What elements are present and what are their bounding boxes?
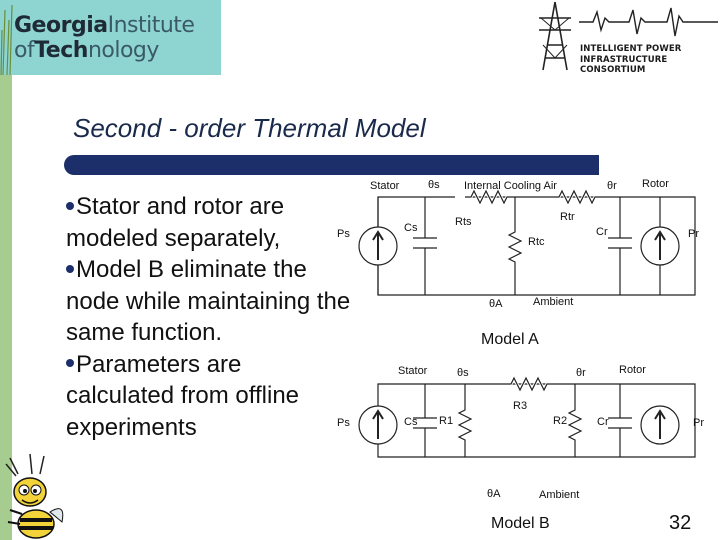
model-b-pr-label: Pr bbox=[693, 417, 704, 429]
bullet-item: Parameters are calculated from offline e… bbox=[66, 350, 300, 441]
model-b-cap-cr bbox=[608, 384, 632, 457]
model-a-theta-a-label: θA bbox=[489, 298, 503, 310]
model-a-rtc-label: Rtc bbox=[528, 236, 545, 248]
slide-title: Second - order Thermal Model bbox=[73, 113, 426, 143]
logo-georgia: Georgia bbox=[14, 13, 108, 38]
model-a-rts-label: Rts bbox=[455, 216, 472, 228]
yellow-jacket-mascot-icon bbox=[5, 453, 64, 539]
georgia-tech-logo: GeorgiaInstitute ofTechnology bbox=[0, 0, 221, 75]
model-a-theta-r-label: θr bbox=[607, 180, 617, 192]
ipic-line-1: INTELLIGENT POWER bbox=[580, 44, 682, 54]
model-a-pr-label: Pr bbox=[688, 228, 699, 240]
left-accent-stripe bbox=[0, 0, 12, 540]
ipic-line-2: INFRASTRUCTURE CONSORTIUM bbox=[580, 55, 668, 75]
model-a-rotor-label: Rotor bbox=[642, 178, 669, 190]
page-number: 32 bbox=[669, 512, 692, 534]
model-b-theta-a-label: θA bbox=[487, 488, 501, 500]
model-a-stator-label: Stator bbox=[370, 180, 400, 192]
model-a-res-rtr bbox=[553, 189, 601, 205]
model-b-caption: Model B bbox=[491, 515, 550, 532]
model-a-res-rts bbox=[465, 189, 515, 205]
model-b-res-r3 bbox=[505, 376, 553, 392]
logo-of: of bbox=[14, 38, 35, 63]
model-b-cr-label: Cr bbox=[597, 416, 609, 428]
model-a-cap-cs bbox=[413, 197, 437, 295]
bullet-item: Model B eliminate the node while maintai… bbox=[66, 256, 351, 346]
title-bar bbox=[64, 155, 599, 175]
model-a-cr-label: Cr bbox=[596, 226, 608, 238]
model-a-theta-s-label: θs bbox=[428, 179, 440, 191]
model-b-rotor-label: Rotor bbox=[619, 364, 646, 376]
model-b-r2-label: R2 bbox=[553, 415, 568, 427]
model-a-caption: Model A bbox=[481, 331, 539, 348]
model-b-r3-label: R3 bbox=[513, 400, 528, 412]
model-a-ps-label: Ps bbox=[337, 228, 350, 240]
power-tower-logo-icon bbox=[539, 1, 718, 71]
model-b-theta-s-label: θs bbox=[457, 367, 469, 379]
grass-decoration-icon bbox=[0, 4, 13, 75]
model-a-internal-air-label: Internal Cooling Air bbox=[464, 180, 557, 192]
model-b-cap-cs bbox=[413, 384, 437, 457]
logo-tech: Tech bbox=[34, 38, 88, 63]
model-b-stator-label: Stator bbox=[398, 365, 428, 377]
model-a-cap-cr bbox=[608, 197, 632, 295]
model-b-cs-label: Cs bbox=[404, 416, 418, 428]
bullet-icon bbox=[66, 264, 74, 273]
model-b-theta-r-label: θr bbox=[576, 367, 586, 379]
logo-nology: nology bbox=[87, 38, 159, 63]
bullet-item: Stator and rotor are modeled separately, bbox=[66, 193, 285, 252]
model-b-ps-label: Ps bbox=[337, 417, 350, 429]
bullet-list: Stator and rotor are modeled separately,… bbox=[66, 191, 351, 443]
thermal-circuit-diagram bbox=[358, 187, 696, 458]
model-b-res-r2 bbox=[567, 384, 583, 457]
model-b-r1-label: R1 bbox=[439, 415, 454, 427]
model-a-rtr-label: Rtr bbox=[560, 211, 575, 223]
model-a-ambient-label: Ambient bbox=[533, 296, 574, 308]
logo-line-1: GeorgiaInstitute bbox=[14, 13, 195, 38]
bullet-icon bbox=[66, 359, 74, 368]
model-b-res-r1 bbox=[457, 384, 473, 457]
bullet-icon bbox=[66, 201, 74, 210]
logo-institute: Institute bbox=[107, 13, 195, 38]
model-b-ambient-label: Ambient bbox=[539, 489, 580, 501]
model-a-res-rtc bbox=[507, 197, 523, 295]
model-a-cs-label: Cs bbox=[404, 222, 418, 234]
logo-line-2: ofTechnology bbox=[14, 38, 159, 63]
